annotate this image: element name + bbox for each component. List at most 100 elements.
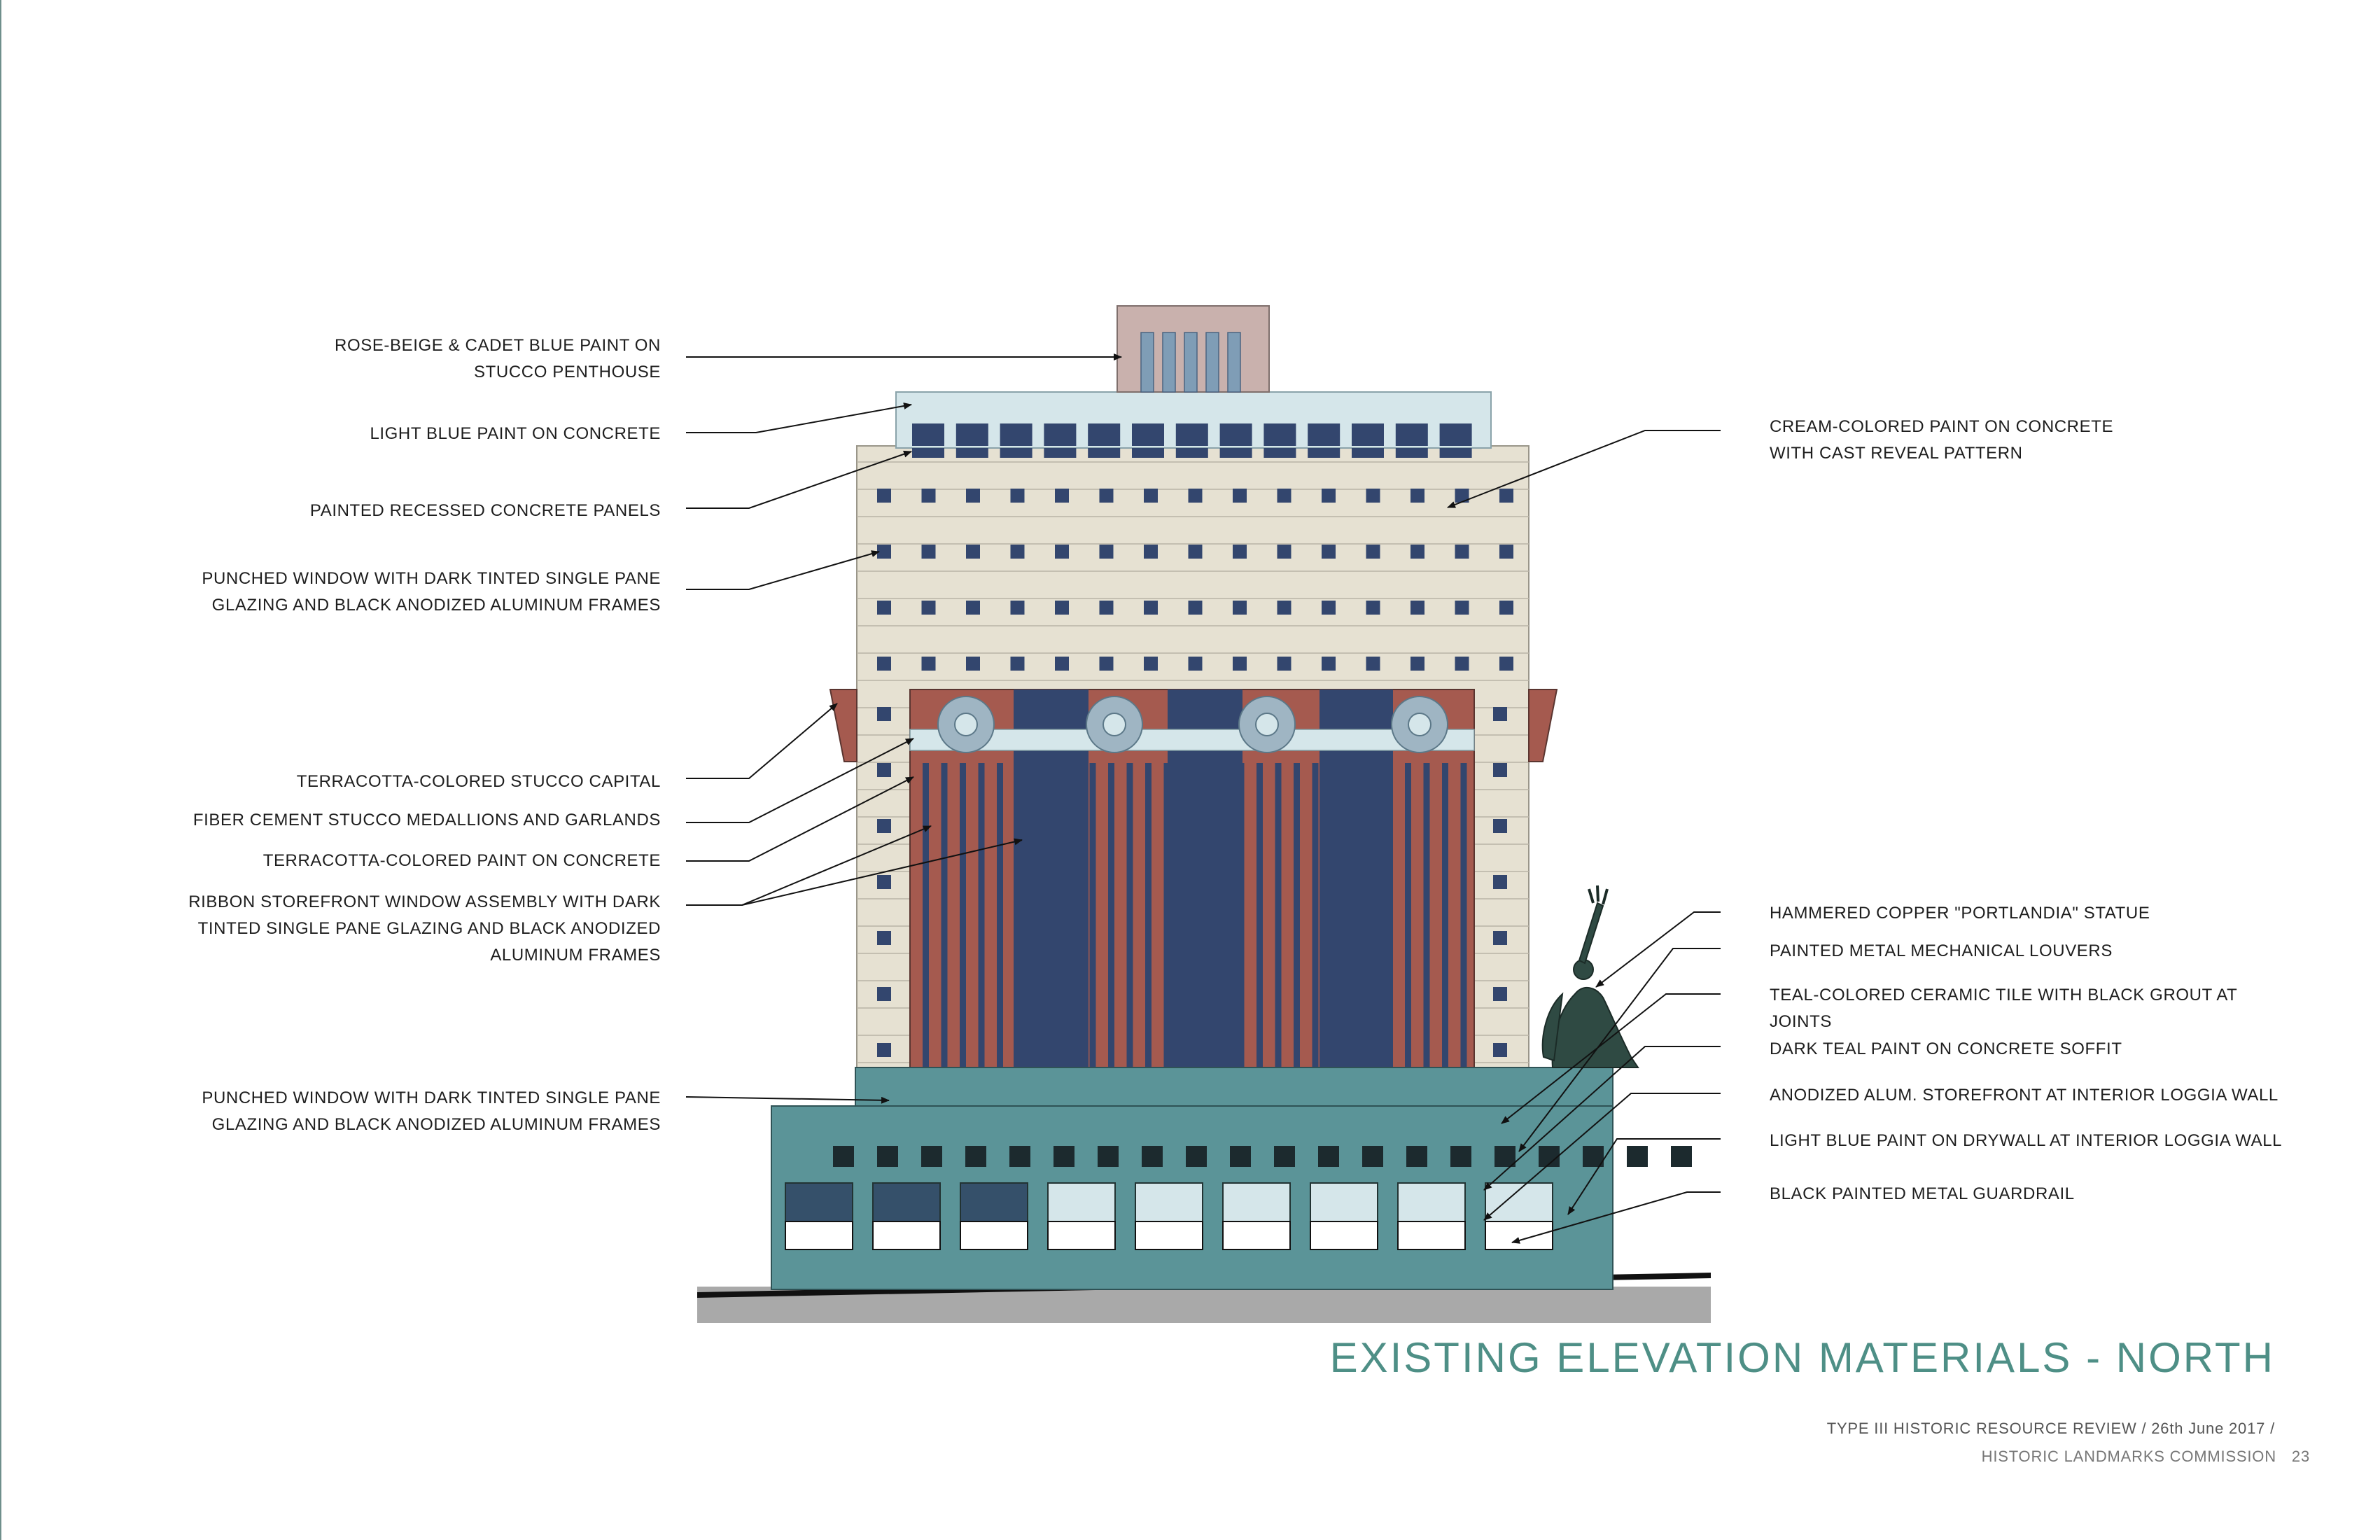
pilaster-slot-window [1034, 763, 1040, 1068]
top-band-window-lower [955, 448, 988, 458]
punched-window [1188, 489, 1203, 503]
base-punched-window [1098, 1146, 1119, 1167]
punched-window [877, 931, 891, 945]
base-punched-window [1274, 1146, 1295, 1167]
punched-window [1493, 875, 1507, 889]
pilaster-slot-window [1368, 763, 1374, 1068]
leader-line [686, 738, 914, 823]
punched-window [1455, 545, 1469, 559]
punched-window [1055, 657, 1069, 671]
top-band-window-lower [912, 448, 944, 458]
page-number: 23 [2291, 1448, 2310, 1465]
top-band-window [1132, 424, 1164, 446]
pilaster-slot-window [1015, 763, 1022, 1068]
punched-window [877, 763, 891, 777]
pilaster-slot-window [1442, 763, 1448, 1068]
pilaster-slot-window [1331, 763, 1337, 1068]
punched-window [1055, 489, 1069, 503]
punched-window [1010, 489, 1025, 503]
punched-window [877, 819, 891, 833]
punched-window [1010, 545, 1025, 559]
punched-window [1455, 489, 1469, 503]
top-band-window [1308, 424, 1340, 446]
punched-window [1410, 489, 1424, 503]
base-punched-window [1318, 1146, 1339, 1167]
page-title: EXISTING ELEVATION MATERIALS - NORTH [1329, 1334, 2275, 1381]
penthouse-louver [1227, 332, 1241, 393]
pilaster-slot-window [1386, 763, 1393, 1068]
label-medallions: FIBER CEMENT STUCCO MEDALLIONS AND GARLA… [192, 811, 661, 830]
medallion-center [1102, 713, 1126, 736]
punched-window [1322, 601, 1336, 615]
base-punched-window [1009, 1146, 1030, 1167]
top-band-window [1044, 424, 1077, 446]
punched-window [1277, 545, 1292, 559]
punched-window [966, 545, 980, 559]
punched-window [1233, 545, 1247, 559]
punched-window [877, 489, 891, 503]
base-punched-window [1230, 1146, 1251, 1167]
label-guardrail: BLACK PAINTED METAL GUARDRAIL [1770, 1184, 2075, 1203]
punched-window [1499, 545, 1513, 559]
penthouse-louvers [1140, 332, 1241, 393]
punched-window [921, 545, 936, 559]
punched-window [921, 657, 936, 671]
punched-window [877, 657, 891, 671]
medallions-and-garlands [909, 696, 1475, 753]
base-punched-window [1186, 1146, 1207, 1167]
punched-window [1277, 489, 1292, 503]
leader-line [1447, 430, 1721, 508]
punched-window [921, 601, 936, 615]
leader-line [1501, 993, 1721, 1124]
label-portlandia: HAMMERED COPPER "PORTLANDIA" STATUE [1770, 904, 2150, 923]
leader-line [1567, 1138, 1721, 1215]
base-punched-window [1494, 1146, 1516, 1167]
pilaster-slot-window [1071, 763, 1077, 1068]
guardrail-panel [1047, 1221, 1116, 1250]
punched-window [1499, 489, 1513, 503]
punched-window [1322, 489, 1336, 503]
garland-band [909, 729, 1475, 751]
pilaster-slot-window [1126, 763, 1133, 1068]
callout-leader-lines [685, 354, 1721, 1244]
punched-window [1493, 707, 1507, 721]
guardrail-panel [960, 1221, 1028, 1250]
leader-line [1511, 1191, 1721, 1244]
penthouse-louver [1184, 332, 1198, 393]
pilaster-slot-window [1182, 763, 1189, 1068]
pilaster-slot-window [1256, 763, 1263, 1068]
loggia-storefront-bays [785, 1182, 1553, 1250]
top-band-window [1219, 424, 1252, 446]
punched-window [877, 875, 891, 889]
pilaster-slot-window [1163, 763, 1170, 1068]
punched-window [1410, 601, 1424, 615]
punched-window [1233, 601, 1247, 615]
punched-window [1493, 819, 1507, 833]
leader-line [686, 450, 912, 509]
pilaster-slot-window [941, 763, 948, 1068]
leader-line [686, 838, 1023, 906]
leader-line [1483, 1093, 1721, 1221]
portlandia-statue [1541, 885, 1639, 1068]
punched-window [921, 489, 936, 503]
punched-window [1188, 657, 1203, 671]
penthouse-louver [1162, 332, 1176, 393]
top-band-window [1088, 424, 1121, 446]
top-band-window [1395, 424, 1428, 446]
punched-window [877, 545, 891, 559]
top-band-window [955, 424, 988, 446]
punched-window [1099, 489, 1114, 503]
guardrail-panel [1135, 1221, 1203, 1250]
punched-window [1493, 763, 1507, 777]
punched-window [877, 707, 891, 721]
leader-line [685, 1096, 890, 1104]
leader-line [1595, 911, 1721, 988]
label-penthouse: ROSE-BEIGE & CADET BLUE PAINT ON STUCCO … [335, 336, 661, 382]
top-band-windows [912, 424, 1472, 458]
medallion-center [1255, 713, 1279, 736]
guardrail-panel [785, 1221, 853, 1250]
terracotta-capital-right [1528, 689, 1558, 762]
punched-window [966, 601, 980, 615]
guardrail-panel [872, 1221, 941, 1250]
